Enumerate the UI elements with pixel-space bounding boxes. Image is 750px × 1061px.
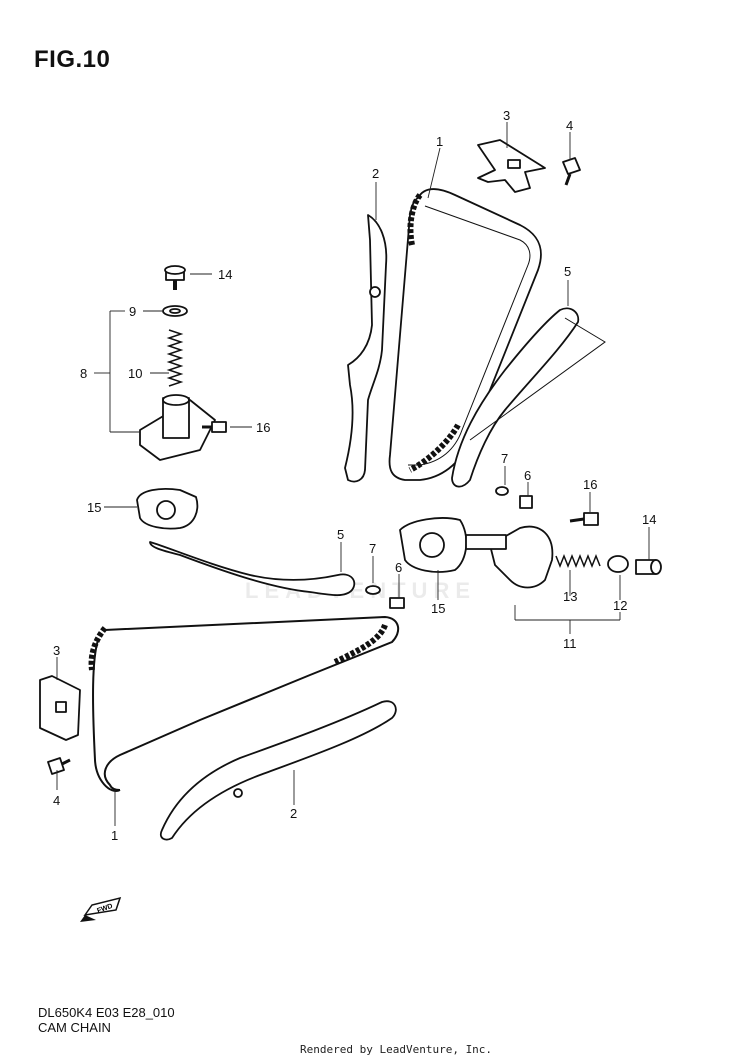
callout-15: 15 [431, 601, 445, 616]
callout-7: 7 [501, 451, 508, 466]
bolt-6-right[interactable] [519, 495, 533, 509]
cam-chain-lower[interactable] [88, 615, 400, 792]
tensioner-spring-right[interactable] [555, 553, 601, 569]
bolt-6-middle[interactable] [389, 597, 405, 609]
chain-guide-lower[interactable] [159, 700, 397, 841]
washer-7-middle[interactable] [365, 585, 381, 595]
tensioner-bolt-left[interactable] [164, 265, 186, 290]
callout-16: 16 [256, 420, 270, 435]
callout-2: 2 [290, 806, 297, 821]
gasket-right[interactable] [399, 517, 468, 573]
callout-8: 8 [80, 366, 87, 381]
callout-9: 9 [129, 304, 136, 319]
callout-5: 5 [564, 264, 571, 279]
callout-3: 3 [53, 643, 60, 658]
bolt-upper[interactable] [562, 157, 581, 186]
figure-title: FIG.10 [34, 46, 111, 73]
bolt-16-right[interactable] [569, 512, 599, 526]
callout-13: 13 [563, 589, 577, 604]
callout-10: 10 [128, 366, 142, 381]
fwd-arrow-icon: FWD [80, 896, 122, 922]
leader-lines [56, 122, 650, 826]
tensioner-bolt-right[interactable] [635, 559, 662, 575]
chain-guide-bracket-upper[interactable] [477, 139, 546, 193]
cam-chain-upper[interactable] [388, 188, 542, 481]
callout-3: 3 [503, 108, 510, 123]
callout-2: 2 [372, 166, 379, 181]
callout-14: 14 [642, 512, 656, 527]
callout-labels: 1 1 2 2 3 3 4 4 5 5 6 6 7 7 8 9 10 11 12… [53, 108, 656, 843]
diagram-name: CAM CHAIN [38, 1020, 111, 1035]
tensioner-guide-middle[interactable] [149, 541, 356, 597]
callout-15: 15 [87, 500, 101, 515]
tensioner-guide-upper[interactable] [451, 307, 606, 488]
chain-guide-bracket-lower[interactable] [39, 675, 81, 741]
callout-4: 4 [53, 793, 60, 808]
callout-6: 6 [395, 560, 402, 575]
callout-11: 11 [563, 636, 577, 651]
washer-7-right[interactable] [495, 486, 509, 496]
callout-1: 1 [436, 134, 443, 149]
bolt-lower[interactable] [47, 757, 71, 775]
callout-1: 1 [111, 828, 118, 843]
callout-6: 6 [524, 468, 531, 483]
callout-7: 7 [369, 541, 376, 556]
chain-guide-upper[interactable] [344, 214, 388, 483]
washer-12[interactable] [607, 555, 629, 573]
gasket-left[interactable] [136, 487, 199, 530]
tensioner-body-left[interactable] [139, 394, 216, 461]
callout-14: 14 [218, 267, 232, 282]
gasket-washer-left[interactable] [162, 305, 188, 317]
bolt-16-left[interactable] [202, 421, 227, 433]
callout-4: 4 [566, 118, 573, 133]
render-credit: Rendered by LeadVenture, Inc. [300, 1043, 493, 1056]
callout-16: 16 [583, 477, 597, 492]
tensioner-body-right[interactable] [465, 525, 554, 589]
diagram-code: DL650K4 E03 E28_010 [38, 1005, 175, 1020]
callout-5: 5 [337, 527, 344, 542]
callout-12: 12 [613, 598, 627, 613]
tensioner-spring-left[interactable] [166, 329, 184, 387]
